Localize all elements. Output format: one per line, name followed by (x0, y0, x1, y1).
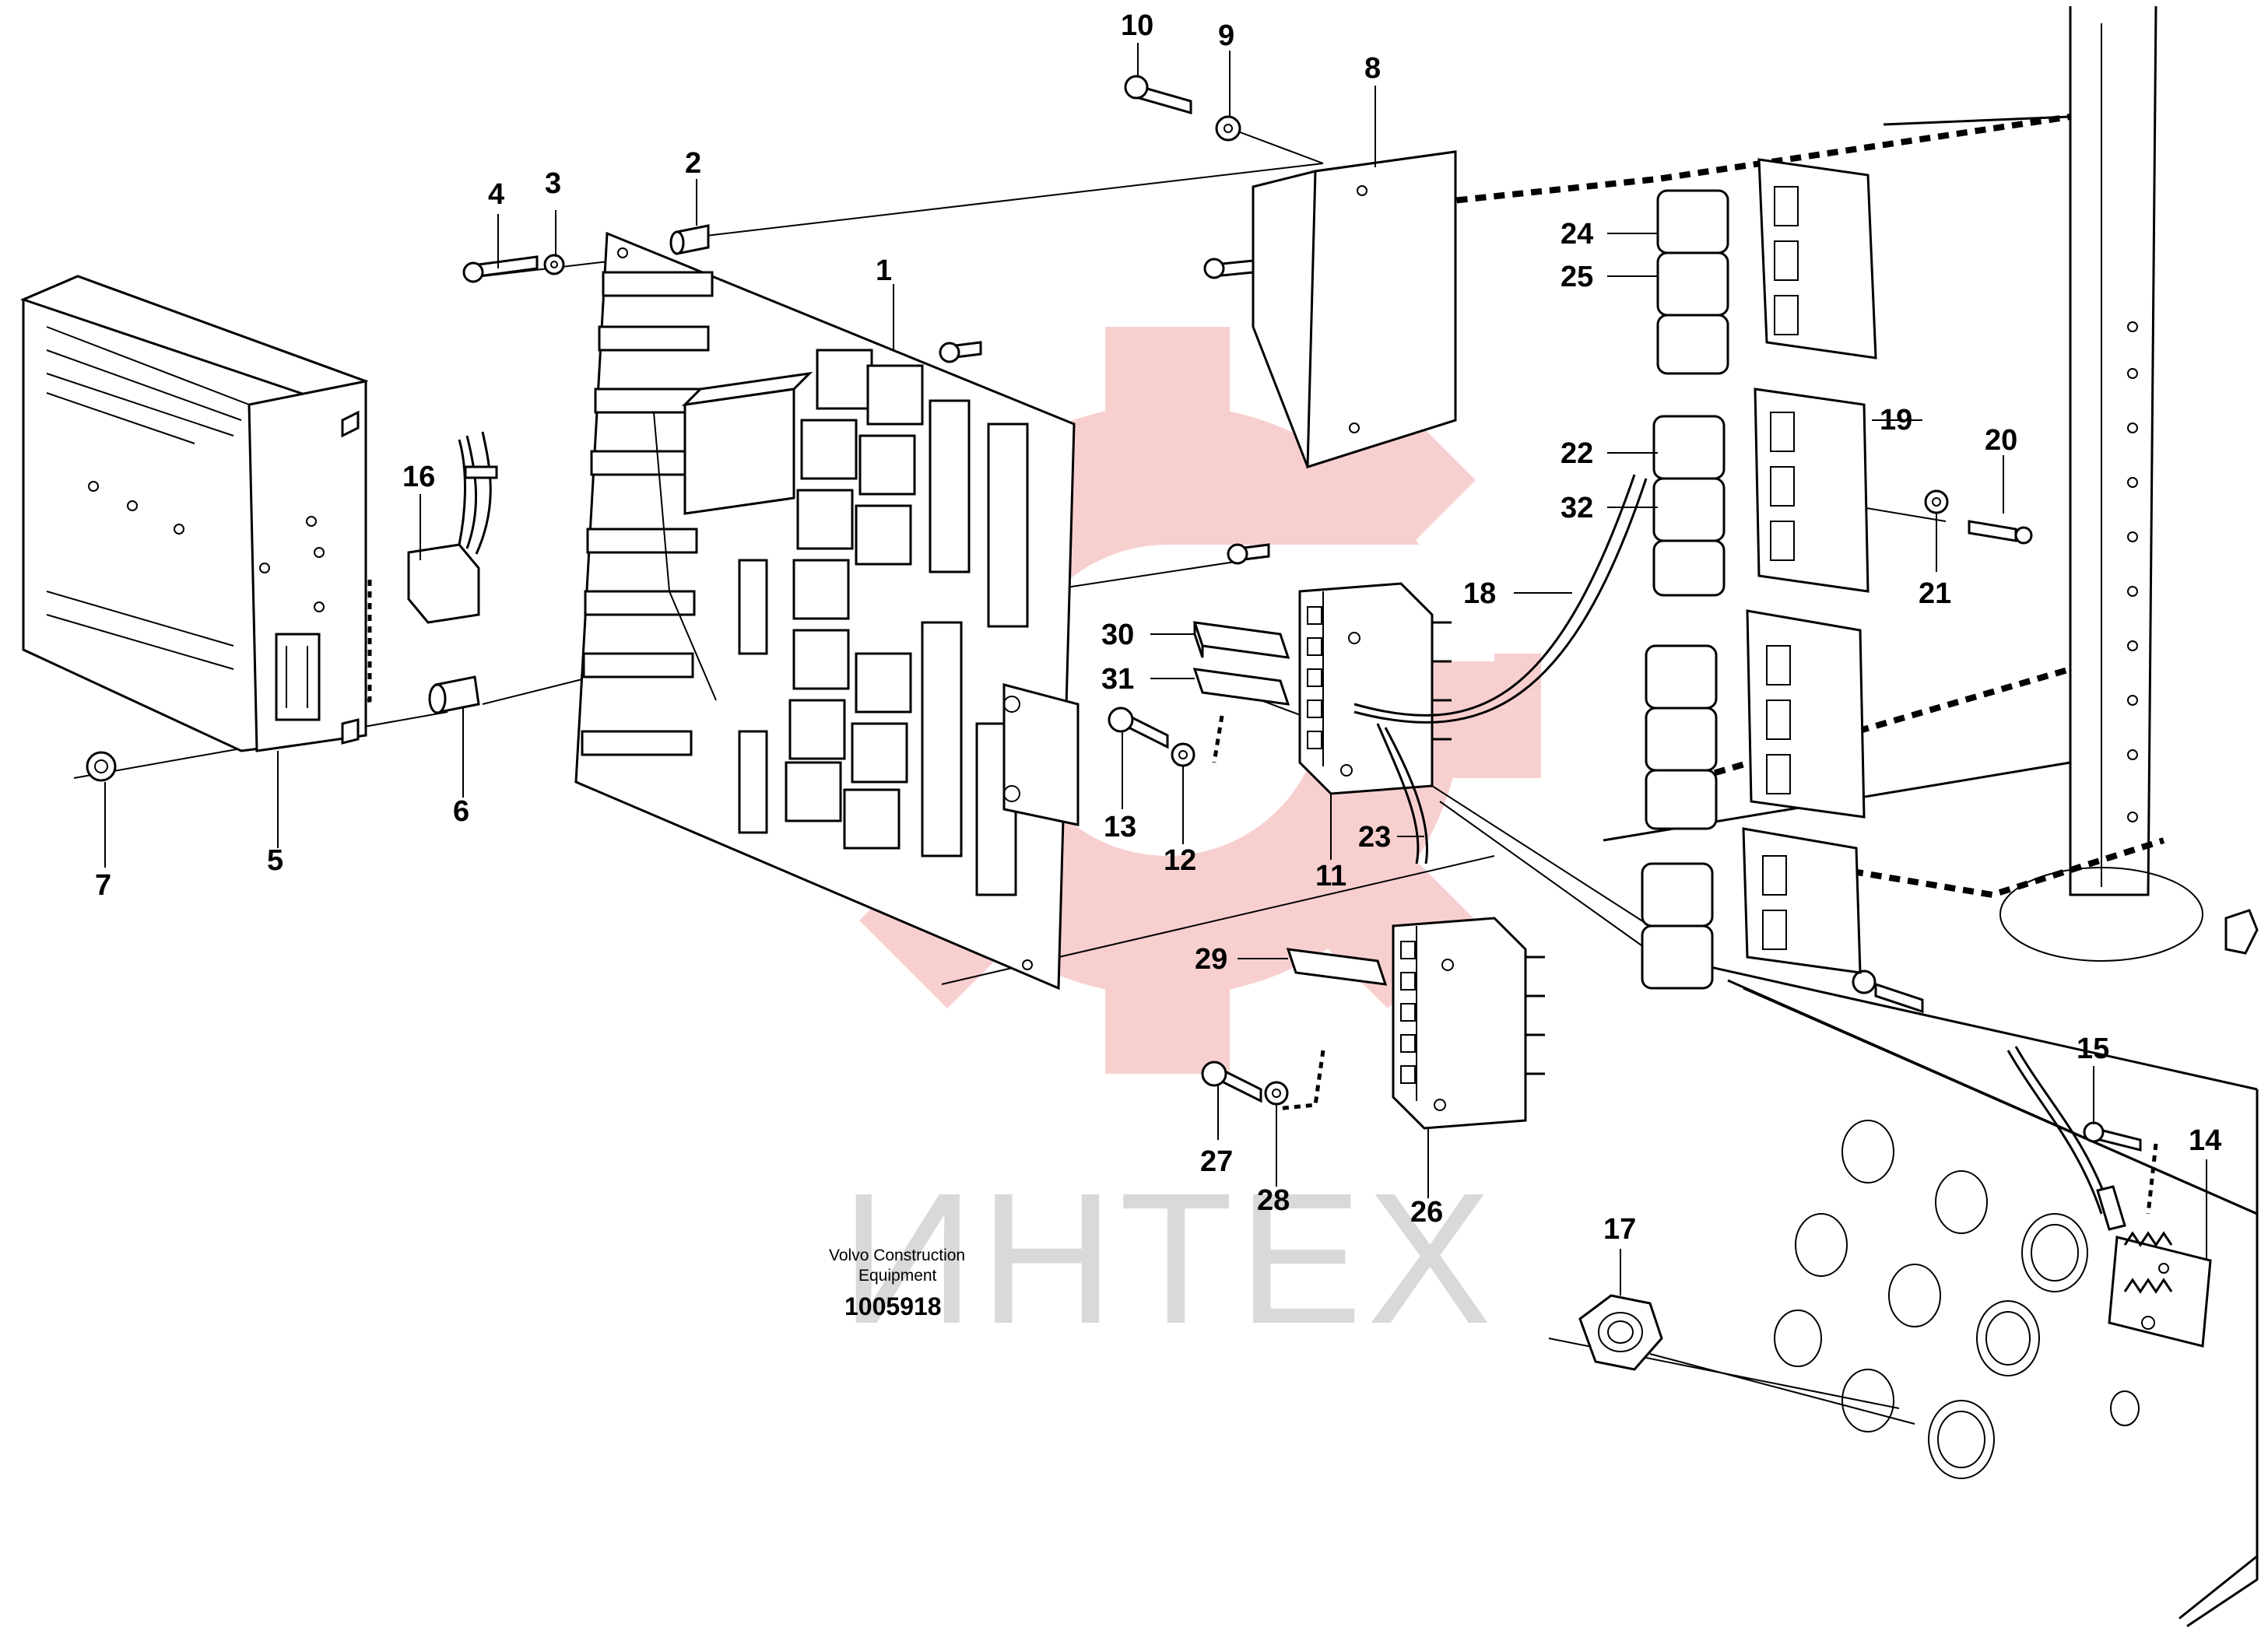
callout-1: 1 (876, 254, 892, 287)
wire-23 (1376, 723, 1428, 864)
callout-23: 23 (1358, 821, 1391, 854)
lower-panel (1743, 987, 2259, 1628)
hardware-screws (86, 75, 2142, 1152)
callout-7: 7 (95, 869, 111, 902)
plug-29 (1286, 948, 1388, 986)
relay-group-bottom (1641, 827, 1862, 990)
callout-leaders (104, 43, 2207, 1296)
callout-29: 29 (1195, 943, 1227, 976)
callout-17: 17 (1603, 1213, 1636, 1246)
cover-plate (1203, 150, 1457, 469)
caption-code: 1005918 (844, 1292, 942, 1320)
wire-18 (1353, 474, 1648, 724)
callout-15: 15 (2077, 1033, 2109, 1065)
control-unit-housing (19, 275, 369, 752)
callout-16: 16 (402, 461, 435, 493)
callout-3: 3 (545, 167, 561, 200)
callout-6: 6 (453, 795, 469, 828)
callout-28: 28 (1257, 1184, 1290, 1217)
callout-30: 30 (1101, 619, 1134, 651)
callout-14: 14 (2189, 1124, 2221, 1157)
callout-5: 5 (267, 844, 283, 877)
callout-24: 24 (1561, 218, 1593, 251)
caption-line-1: Volvo Construction (829, 1247, 965, 1264)
plug-31 (1192, 668, 1290, 706)
callout-2: 2 (685, 147, 701, 180)
callout-32: 32 (1561, 492, 1593, 524)
frame-holes (2127, 321, 2138, 822)
circuit-board (574, 231, 1080, 991)
callout-21: 21 (1919, 577, 1951, 610)
terminal-block-upper (1298, 582, 1452, 795)
callout-26: 26 (1410, 1196, 1443, 1229)
callout-22: 22 (1561, 437, 1593, 470)
plug-30 (1192, 621, 1290, 659)
callout-27: 27 (1200, 1145, 1233, 1178)
harness-connector (407, 431, 498, 624)
board-edge-connectors (581, 271, 714, 756)
callout-25: 25 (1561, 261, 1593, 293)
callout-4: 4 (488, 178, 504, 211)
watermark-text: ИНТЕХ (841, 1154, 1497, 1362)
callout-9: 9 (1218, 19, 1234, 52)
relay-group-middle (1652, 387, 1870, 597)
ground-bracket (2006, 1046, 2212, 1348)
callout-11: 11 (1315, 860, 1346, 892)
callout-19: 19 (1880, 404, 1912, 437)
board-relays (785, 349, 924, 850)
hex-nut (1578, 1294, 1663, 1371)
callout-8: 8 (1364, 52, 1381, 85)
callout-18: 18 (1463, 577, 1496, 610)
callout-labels: 1 2 3 4 5 6 7 8 9 10 11 12 13 14 15 16 1… (95, 9, 2221, 1246)
callout-20: 20 (1985, 424, 2017, 457)
terminal-block-lower (1392, 917, 1545, 1130)
caption-line-2: Equipment (858, 1267, 937, 1285)
callout-12: 12 (1164, 844, 1196, 877)
callout-10: 10 (1121, 9, 1153, 42)
relay-group-upper (1656, 158, 1877, 375)
callout-31: 31 (1101, 663, 1134, 696)
diagram-caption: Volvo Construction Equipment 1005918 (829, 1247, 965, 1320)
relay-group-lower (1645, 609, 1866, 830)
callout-13: 13 (1104, 811, 1136, 843)
